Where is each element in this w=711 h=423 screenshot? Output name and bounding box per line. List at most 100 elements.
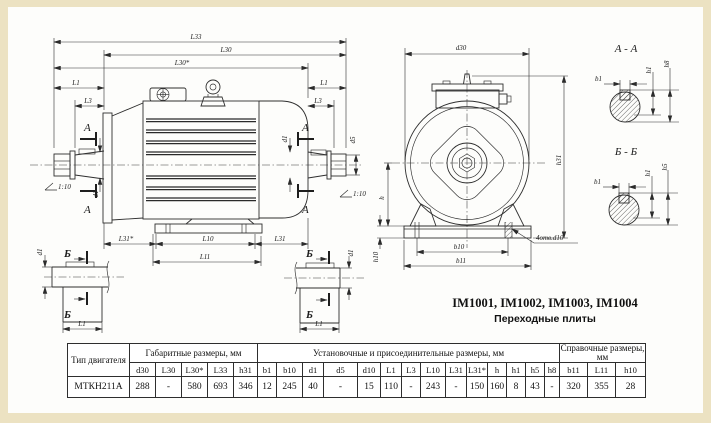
front-feet <box>403 203 532 239</box>
dim-label-l1-right: L1 <box>319 79 327 87</box>
dim-label-h: h <box>378 196 386 200</box>
caption-im-versions: IM1001, IM1002, IM1003, IM1004 <box>452 296 638 310</box>
front-end-shield <box>102 102 144 224</box>
detail-left-d1-label: d1 <box>36 249 44 256</box>
table-group-mounting: Установочные и присоединительные размеры… <box>257 343 560 363</box>
section-a-letter: A <box>301 204 309 216</box>
dim-label-l3-right: L3 <box>313 97 322 105</box>
dim-label-l11: L11 <box>199 253 210 261</box>
dim-label-h10: h10 <box>372 251 380 262</box>
section-aa-h8-label: h8 <box>663 60 671 68</box>
val-l1: 110 <box>380 376 402 398</box>
dim-label-d5: d5 <box>349 136 357 144</box>
dim-label-h31: h31 <box>555 155 563 166</box>
section-bb-title: Б - Б <box>614 146 638 158</box>
taper-label-left: 1:10 <box>58 183 71 191</box>
shaft-detail-right: d1 Б Б L1 <box>284 248 364 333</box>
col-l10: L10 <box>420 362 446 377</box>
col-b10: b10 <box>276 362 303 377</box>
val-h8: - <box>544 376 560 398</box>
col-h8: h8 <box>544 362 560 377</box>
motor-side-view: L33 L30 L30* L1 L3 L1 L3 L31* L10 L31 L1… <box>30 33 366 266</box>
front-terminal-box <box>431 73 512 109</box>
dim-label-l1-left: L1 <box>71 79 79 87</box>
col-h1: h1 <box>506 362 526 377</box>
col-l31: L31 <box>445 362 467 377</box>
section-bb-h5-label: h5 <box>661 163 669 171</box>
table-group-overall: Габаритные размеры, мм <box>129 343 258 363</box>
val-h1: 8 <box>506 376 526 398</box>
dim-label-d1-right: d1 <box>281 136 289 143</box>
shaft-detail-left: d1 Б Б L1 <box>36 248 124 333</box>
col-l30: L30 <box>155 362 182 377</box>
val-b10: 245 <box>276 376 303 398</box>
dimensions-table: Тип двигателя Габаритные размеры, мм Уст… <box>67 343 646 398</box>
val-d10: 15 <box>357 376 381 398</box>
right-shaft <box>307 149 347 180</box>
taper-callout-right: 1:10 <box>339 189 366 198</box>
motor-front-view: d30 h31 h h10 b10 b11 4отв.d10 <box>372 44 578 270</box>
col-l30s: L30* <box>181 362 208 377</box>
col-h5: h5 <box>525 362 545 377</box>
section-a-letter: A <box>301 122 309 134</box>
table-type-header: Тип двигателя <box>67 343 130 377</box>
col-d5: d5 <box>323 362 358 377</box>
val-l33: 693 <box>207 376 234 398</box>
col-d1: d1 <box>302 362 324 377</box>
section-a-letter: A <box>83 204 91 216</box>
detail-left-l1-label: L1 <box>77 320 85 328</box>
terminal-box <box>149 87 187 102</box>
section-view-aa: А - А b1 h1 h8 <box>595 43 679 123</box>
detail-left-marker-top: Б <box>63 248 71 260</box>
dim-label-b11: b11 <box>456 257 466 265</box>
val-h31: 346 <box>233 376 258 398</box>
section-bb-b1-label: b1 <box>594 178 601 186</box>
section-bb-h1-label: h1 <box>644 170 652 177</box>
table-row: МТКН211А 288 - 580 693 346 12 245 40 - 1… <box>67 376 646 398</box>
rear-end-shield <box>259 100 309 219</box>
col-l33: L33 <box>207 362 234 377</box>
dim-label-l33: L33 <box>190 33 202 41</box>
val-l30: - <box>155 376 182 398</box>
val-d1: 40 <box>302 376 324 398</box>
motor-type: МТКН211А <box>67 376 130 398</box>
dim-label-b10: b10 <box>454 243 465 251</box>
taper-label-right: 1:10 <box>353 190 366 198</box>
col-l31s: L31* <box>466 362 488 377</box>
val-l10: 243 <box>420 376 446 398</box>
val-b11: 320 <box>559 376 588 398</box>
val-h10: 28 <box>615 376 646 398</box>
caption-subtitle: Переходные плиты <box>494 313 596 325</box>
mounting-feet <box>154 218 263 234</box>
taper-callout-left: 1:10 <box>44 182 71 191</box>
col-d30: d30 <box>129 362 156 377</box>
section-aa-title: А - А <box>614 43 638 55</box>
dim-label-d30: d30 <box>456 44 467 52</box>
col-l1: L1 <box>380 362 402 377</box>
val-h: 160 <box>487 376 507 398</box>
dim-label-l3-left: L3 <box>83 97 92 105</box>
dim-label-l30-star: L30* <box>174 59 190 67</box>
col-h10: h10 <box>615 362 646 377</box>
val-l31s: 150 <box>466 376 488 398</box>
detail-left-marker-bottom: Б <box>63 309 71 321</box>
eye-bolt <box>200 79 226 107</box>
left-shaft <box>53 148 105 180</box>
col-b1: b1 <box>257 362 277 377</box>
table-group-reference: Справочные размеры, мм <box>559 343 646 363</box>
table-column-headers: d30 L30 L30* L33 h31 b1 b10 d1 d5 d10 L1… <box>68 362 646 377</box>
dim-label-l31-star: L31* <box>118 235 134 243</box>
detail-right-l1-label: L1 <box>314 320 322 328</box>
val-l31: - <box>445 376 467 398</box>
val-l30s: 580 <box>181 376 208 398</box>
col-d10: d10 <box>357 362 381 377</box>
detail-right-marker-top: Б <box>305 248 313 260</box>
val-l11: 355 <box>587 376 616 398</box>
col-h31: h31 <box>233 362 258 377</box>
val-d30: 288 <box>129 376 156 398</box>
dim-label-l30: L30 <box>220 46 232 54</box>
dim-label-l10: L10 <box>202 235 214 243</box>
val-b1: 12 <box>257 376 277 398</box>
